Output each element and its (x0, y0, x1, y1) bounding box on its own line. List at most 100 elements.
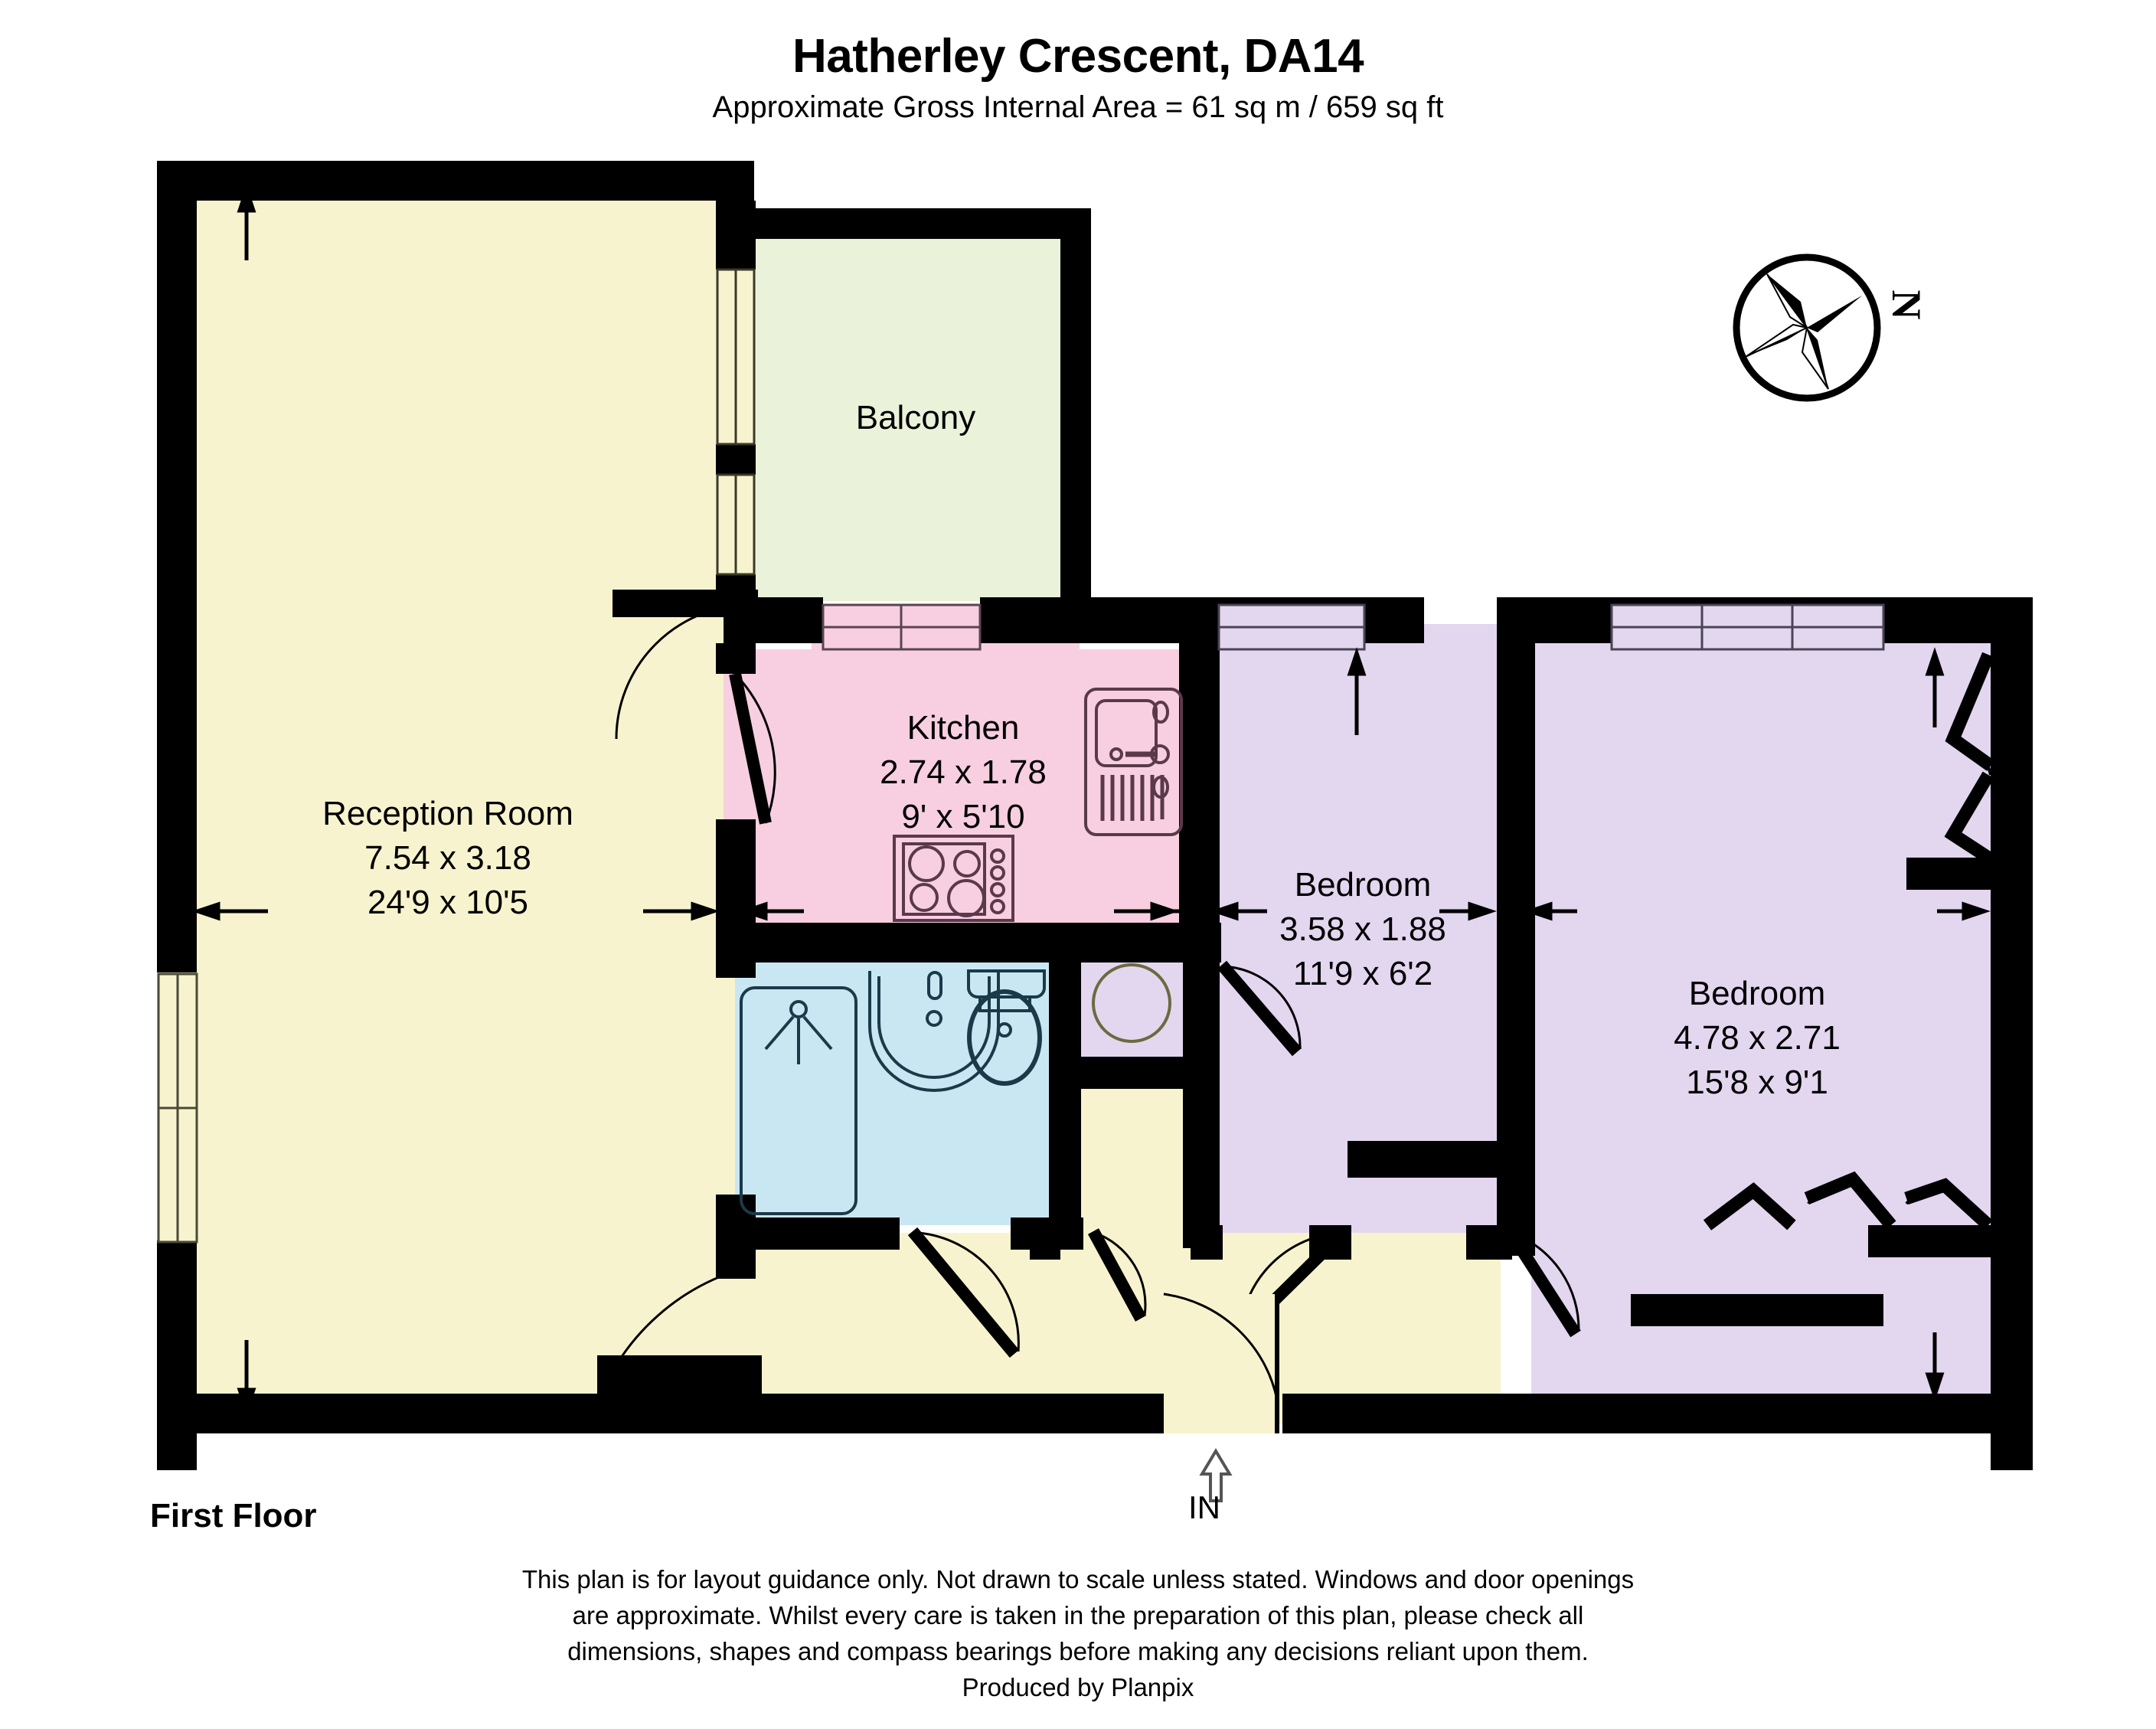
washbasin-plug (926, 1010, 942, 1027)
bath-fixture (740, 986, 858, 1215)
wardrobe-leaf-5 (1703, 1182, 1796, 1231)
wardrobe-arc-2 (1952, 833, 1992, 868)
shower-head-circle (789, 1000, 808, 1018)
door-reception-hall-swing (603, 1270, 736, 1387)
label-reception-name: Reception Room (322, 795, 573, 832)
dim-bedroom2-h-right (1937, 901, 1991, 921)
door-bathroom-swing (918, 1231, 1020, 1352)
door-entrance-leaf-fill (1164, 1294, 1277, 1433)
hob-outline (893, 835, 1014, 922)
hob-knob-2 (990, 865, 1005, 881)
sink-outline (1084, 688, 1183, 836)
floor-label: First Floor (150, 1497, 317, 1535)
wall-kitchen-left-a (716, 643, 756, 674)
wall-hall-stub-b (1191, 1225, 1223, 1260)
door-bedroom1-upper-leaf (1217, 960, 1302, 1057)
wall-reception-left-upper (157, 161, 197, 972)
dim-reception-v-bottom (237, 1340, 256, 1417)
dim-bedroom2-v-bottom (1925, 1332, 1945, 1401)
wall-kitchen-left-b (716, 819, 756, 934)
door-swings (603, 603, 1581, 1433)
wall-bathroom-right (1049, 957, 1081, 1233)
hob-fixture (893, 835, 1014, 922)
wall-bed1-left-lower (1183, 1057, 1220, 1248)
door-bathroom-leaf (907, 1227, 1020, 1358)
sink-fixture (1084, 688, 1183, 836)
hob-plate (902, 842, 986, 916)
wall-hall-bottom-a (750, 1394, 1164, 1433)
dim-kitchen-h-right-2 (1171, 901, 1222, 921)
sink-tap-1 (1152, 701, 1169, 724)
bedroom1-fill (1217, 624, 1501, 1233)
hob-burner-3 (910, 883, 939, 912)
wall-bed2-recess-a (1906, 858, 1998, 890)
walls (157, 161, 2033, 1470)
entrance-label: IN (1188, 1489, 1220, 1525)
washbasin-tap (927, 971, 942, 1000)
shower-spray-2 (764, 1015, 795, 1051)
room-bathroom (735, 961, 1049, 1225)
label-bedroom2-metric: 4.78 x 2.71 (1674, 1019, 1841, 1057)
dim-bedroom1-v (1347, 647, 1367, 735)
dim-bedroom1-h-right (1439, 901, 1497, 921)
footer-disclaimer: This plan is for layout guidance only. N… (0, 1562, 2156, 1705)
shower-spray-3 (802, 1015, 833, 1051)
wall-reception-nub (597, 1355, 762, 1395)
wall-reception-bottom (157, 1394, 762, 1433)
window-bedroom-2 (1610, 603, 1885, 651)
sink-tap-head (1150, 744, 1170, 764)
balcony-fill (754, 218, 1083, 601)
door-balcony-swing (615, 603, 751, 740)
wall-balcony-right (1060, 208, 1091, 606)
dim-kitchen-h-left (739, 901, 804, 921)
label-bedroom1-metric: 3.58 x 1.88 (1279, 910, 1446, 948)
hob-knob-3 (990, 882, 1005, 897)
cylinder-circle (1092, 963, 1171, 1043)
wall-kitchen-top-c (1095, 597, 1194, 643)
dim-bedroom2-v-top (1925, 647, 1945, 727)
footer-line-4: Produced by Planpix (962, 1672, 1194, 1701)
door-cupboard-swing (1094, 1231, 1147, 1316)
kitchen-fill (724, 649, 1179, 930)
dim-bedroom2-h-left (1524, 901, 1577, 921)
label-reception-metric: 7.54 x 3.18 (364, 839, 531, 877)
footer-line-3: dimensions, shapes and compass bearings … (567, 1636, 1589, 1665)
room-balcony (754, 218, 1083, 601)
label-kitchen-metric: 2.74 x 1.78 (880, 753, 1047, 791)
wall-kitchen-top-b (980, 597, 1095, 643)
wardrobe-arc-4 (1807, 1177, 1854, 1204)
label-bedroom2-name: Bedroom (1689, 975, 1826, 1012)
door-bedroom2-swing (1511, 1231, 1580, 1332)
washbasin-inner (877, 976, 991, 1079)
wall-hall-stub-a (1030, 1225, 1060, 1260)
room-reception (157, 161, 750, 1432)
door-kitchen-swing (733, 672, 776, 824)
compass-rose: N (1733, 253, 1929, 402)
wall-bed2-bottom (1501, 1394, 2033, 1433)
window-balcony-door (716, 268, 756, 446)
label-bedroom1-name: Bedroom (1295, 866, 1432, 904)
wall-bed2-recess-c (1631, 1294, 1883, 1326)
dim-bedroom1-h-left (1210, 901, 1267, 921)
reception-fill (157, 161, 750, 1432)
hob-burner-1 (908, 845, 945, 882)
label-reception-imperial: 24'9 x 10'5 (368, 884, 528, 921)
page-subtitle: Approximate Gross Internal Area = 61 sq … (712, 90, 1444, 124)
wall-bed2-recess-b (1868, 1225, 1998, 1257)
hob-burner-2 (953, 850, 981, 878)
toilet-fixture (967, 969, 1046, 1086)
toilet-flush-hole (997, 1022, 1012, 1038)
dim-kitchen-h-right (1114, 901, 1179, 921)
sink-plug (1109, 747, 1123, 761)
wall-reception-right-g (716, 1233, 756, 1279)
wardrobe-doors-bedroom2 (1703, 652, 1994, 1231)
windows (157, 268, 1885, 1244)
toilet-bowl (967, 989, 1042, 1086)
hob-knob-1 (990, 848, 1005, 864)
label-bedroom1-imperial: 11'9 x 6'2 (1293, 955, 1432, 992)
cylinder-fixture (1092, 963, 1171, 1043)
wall-kitchen-top-a (724, 597, 823, 643)
wall-reception-left-lower (157, 1240, 197, 1470)
page-title: Hatherley Crescent, DA14 (792, 30, 1364, 83)
